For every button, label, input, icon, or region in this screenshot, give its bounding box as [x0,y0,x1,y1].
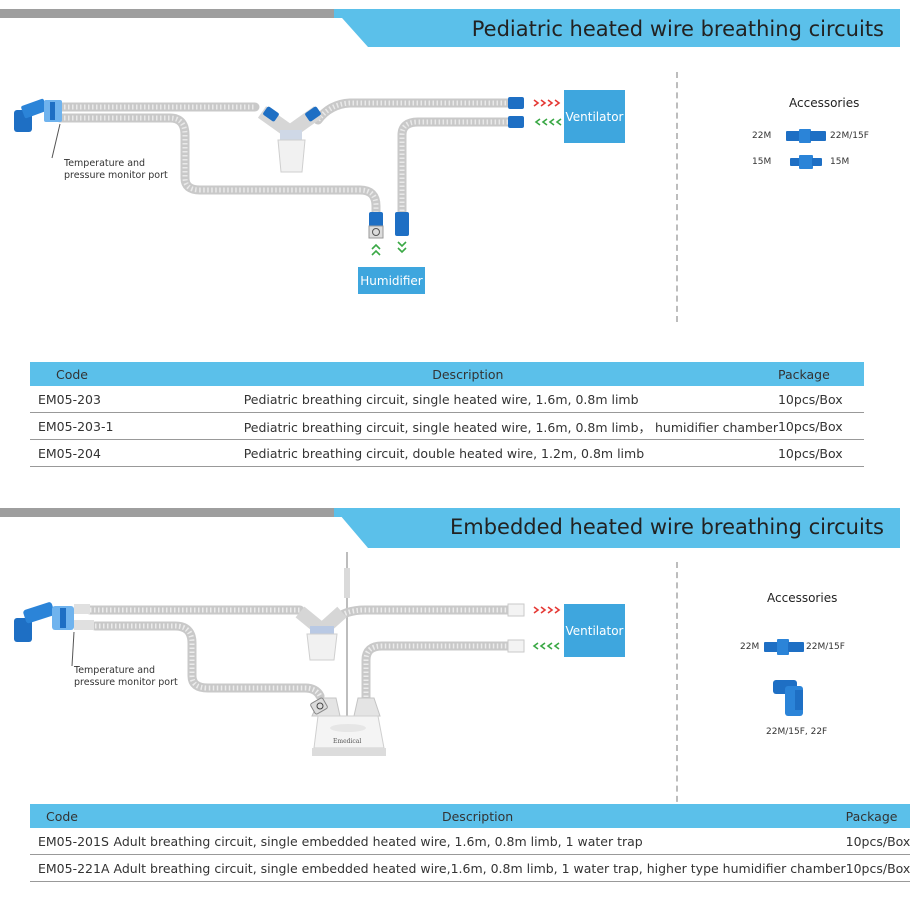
cell-package: 10pcs/Box [845,854,910,882]
cell-package: 10pcs/Box [777,439,864,467]
cell-package: 10pcs/Box [777,412,864,440]
accessory-label: 15M [830,157,850,167]
accessory-label: 15M [752,157,772,167]
cell-code: EM05-204 [30,439,158,467]
accessory-label: 22M [740,642,760,652]
cell-package: 10pcs/Box [777,386,864,413]
callout-line-2: pressure monitor port [74,677,178,688]
humidifier-box: Humidifier [358,267,425,294]
table-header-row: Code Description Package [30,362,864,386]
cell-description: Pediatric breathing circuit, single heat… [157,386,778,413]
accessory-adapter-22m-icon [764,639,804,655]
accessory-label: 22M/15F, 22F [766,727,828,737]
monitor-port-callout: Temperature and pressure monitor port [74,665,178,689]
spec-table-pediatric: Code Description Package EM05-203 Pediat… [30,362,864,467]
banner-gray-bar [0,508,340,517]
banner-blue [334,508,900,548]
cell-description: Pediatric breathing circuit, double heat… [157,439,778,467]
embedded-circuit-diagram [14,552,561,756]
spec-table-embedded: Code Description Package EM05-201S Adult… [30,804,910,882]
cell-description: Adult breathing circuit, single embedded… [109,854,846,882]
header-code: Code [30,804,110,828]
table-row: EM05-203-1 Pediatric breathing circuit, … [30,412,864,440]
divider-dashed [676,562,678,812]
ventilator-box: Ventilator [564,90,625,143]
banner-blue [334,9,900,47]
humidifier-brand: Emedical [333,738,362,745]
accessory-label: 22M [752,131,772,141]
accessory-adapter-22m-icon [786,129,826,143]
divider-dashed [676,72,678,322]
callout-line-1: Temperature and [64,158,146,169]
pediatric-circuit-diagram [14,97,562,256]
header-code: Code [30,362,158,386]
section-embedded: Embedded heated wire breathing circuits [0,500,910,899]
accessories-title: Accessories [789,96,860,110]
accessory-label: 22M/15F [806,642,845,652]
cell-description: Pediatric breathing circuit, single heat… [157,412,778,440]
table-row: EM05-221A Adult breathing circuit, singl… [30,854,910,882]
callout-line-1: Temperature and [74,665,156,676]
table-row: EM05-201S Adult breathing circuit, singl… [30,828,910,855]
accessory-label: 22M/15F [830,131,869,141]
cell-description: Adult breathing circuit, single embedded… [109,828,846,855]
banner-gray-bar [0,9,340,18]
section-title: Pediatric heated wire breathing circuits [471,17,884,41]
header-package: Package [777,362,864,386]
table-row: EM05-204 Pediatric breathing circuit, do… [30,439,864,467]
table-header-row: Code Description Package [30,804,910,828]
callout-line-2: pressure monitor port [64,170,168,181]
header-description: Description [157,362,778,386]
accessories-title: Accessories [767,591,838,605]
header-description: Description [109,804,846,828]
cell-package: 10pcs/Box [845,828,910,855]
ventilator-box: Ventilator [564,604,625,657]
accessory-elbow-icon [773,680,803,716]
cell-code: EM05-221A [30,854,110,882]
header-package: Package [845,804,910,828]
section-pediatric: Pediatric heated wire breathing circuits [0,9,900,467]
section-title: Embedded heated wire breathing circuits [450,515,884,539]
table-row: EM05-203 Pediatric breathing circuit, si… [30,386,864,413]
monitor-port-callout: Temperature and pressure monitor port [64,158,168,182]
accessory-adapter-15m-icon [790,155,822,169]
cell-code: EM05-201S [30,828,110,855]
cell-code: EM05-203-1 [30,412,158,440]
cell-code: EM05-203 [30,386,158,413]
